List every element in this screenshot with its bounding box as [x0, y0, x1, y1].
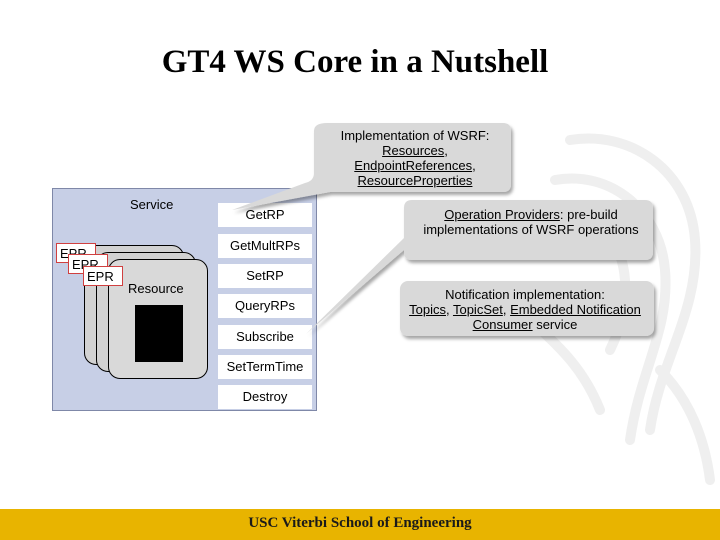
operation-providers-link[interactable]: Operation Providers	[444, 207, 560, 222]
epr-box: EPR	[83, 266, 123, 286]
footer-bar	[0, 509, 720, 540]
resource-label: Resource	[128, 281, 184, 296]
wsrf-callout-heading: Implementation of WSRF:	[340, 128, 490, 143]
operation-destroy: Destroy	[218, 385, 312, 409]
providers-callout-bubble	[306, 200, 653, 334]
footer-text: USC Viterbi School of Engineering	[248, 515, 472, 531]
notification-tail: service	[532, 317, 578, 332]
operation-settermtime: SetTermTime	[218, 355, 312, 379]
operation-queryrps: QueryRPs	[218, 294, 312, 318]
resource-state-block	[135, 305, 183, 362]
notification-callout-heading: Notification implementation:	[445, 287, 605, 302]
endpoint-references-link[interactable]: EndpointReferences	[354, 158, 473, 173]
resource-properties-link[interactable]: ResourceProperties	[357, 173, 473, 188]
resources-link[interactable]: Resources	[382, 143, 445, 158]
wsrf-callout-text: Implementation of WSRF: Resources, Endpo…	[320, 128, 510, 188]
wsrf-callout-bubble	[232, 123, 511, 210]
topicset-link[interactable]: TopicSet	[452, 302, 503, 317]
notification-callout-text: Notification implementation: Topics, Top…	[396, 287, 654, 332]
slide-title: GT4 WS Core in a Nutshell	[161, 44, 549, 80]
operation-getmultrps: GetMultRPs	[218, 234, 312, 258]
operation-getrp: GetRP	[218, 203, 312, 227]
notification-callout-bubble	[400, 281, 654, 336]
topics-link[interactable]: Topics	[409, 302, 446, 317]
notification-sep: ,	[502, 302, 511, 317]
providers-callout-text: Operation Providers: pre-build implement…	[406, 207, 656, 237]
notification-sep: ,	[445, 302, 453, 317]
wsrf-sep: ,	[472, 158, 476, 173]
service-label: Service	[130, 197, 174, 212]
embedded-notification-consumer-link[interactable]: Embedded Notification Consumer	[472, 302, 641, 332]
wsrf-sep: ,	[444, 143, 448, 158]
operation-setrp: SetRP	[218, 264, 312, 288]
operation-subscribe: Subscribe	[218, 325, 312, 349]
providers-description: : pre-build implementations of WSRF oper…	[423, 207, 639, 237]
